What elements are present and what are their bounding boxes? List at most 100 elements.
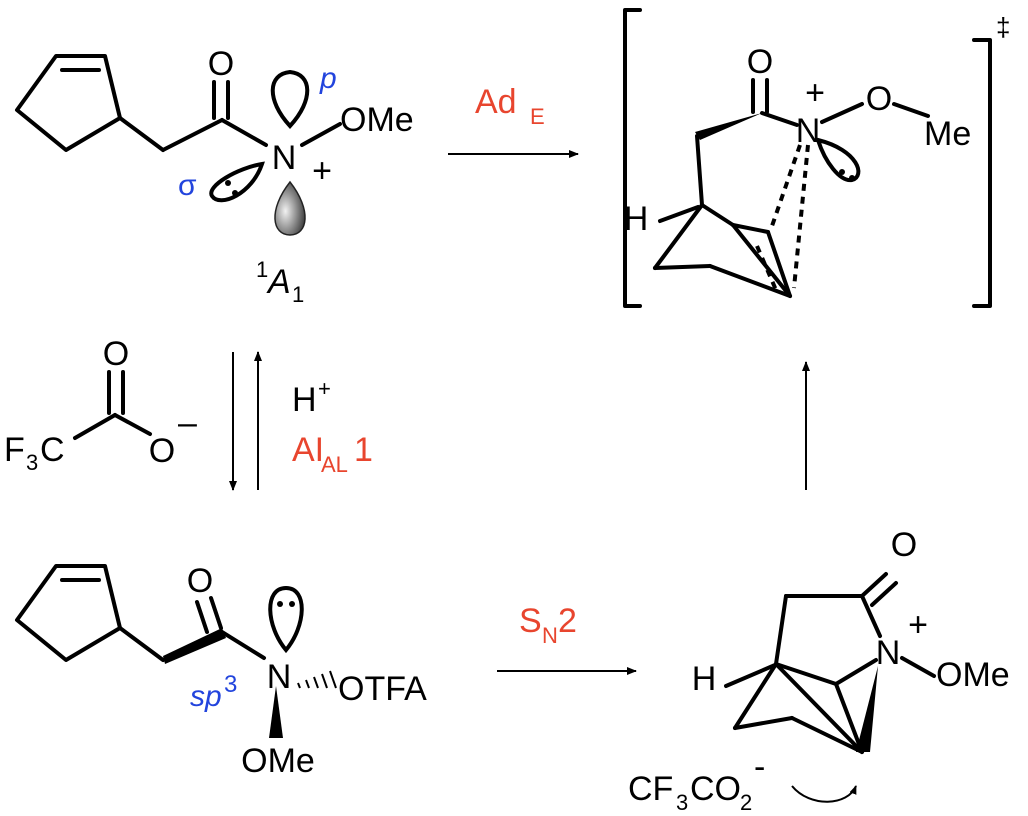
bond-carbonyl-n [220,118,268,147]
hybridization-label: sp [190,680,222,713]
aziridine-bond [834,682,864,754]
ts-forming-bond-a [770,144,802,227]
lone-pair-dot [289,601,295,607]
sn2-arrow: S N 2 [497,602,637,675]
lone-pair-dot [232,190,238,196]
counterion-cf: CF [628,770,673,808]
counterion-co: CO [690,770,741,808]
counterion-sub-3: 3 [676,790,688,815]
ts-methyl: Me [924,115,971,153]
bond-ch2-carbonyl [161,118,224,152]
positive-charge: + [908,606,928,644]
equilibrium-arrows: H + AI AL 1 [229,351,373,491]
ts-alkene-b [766,230,792,298]
right-bracket [972,38,992,308]
methoxy-label: OMe [936,656,1010,694]
trifluoroacetate: O O – F 3 C [4,335,197,475]
lone-pair-dot [277,601,283,607]
tfa-bond-c-c [73,413,117,440]
cyclopentene-ring [15,564,122,662]
electronic-state-label: 1 A 1 [256,257,304,307]
cyclopentene-ring [15,54,122,152]
ring-bond-b [733,716,794,730]
wedge-n-ome [269,686,283,738]
ts-positive-charge: + [805,74,825,112]
ade-subscript: E [530,104,545,129]
ts-alkene-a [731,223,770,234]
carbonyl-oxygen-label: O [208,45,234,83]
ade-arrow: Ad E [448,83,579,158]
nitrogen-label: N [267,658,292,696]
ade-label: Ad [475,83,517,121]
wedge-ch2-carbonyl [163,628,226,664]
ts-carbonyl-oxygen: O [747,43,773,81]
lone-pair-lobe [268,585,304,654]
bond-n-ome [300,122,342,147]
transition-state: ‡ O N + O Me H [623,8,1010,308]
nitrenium-ion: O N + OMe p σ 1 A 1 [15,45,414,307]
lone-pair-dot [225,180,231,186]
ts-partial-double [755,245,778,291]
bond-carbonyl-n [220,630,266,660]
p-orbital-label: p [319,62,337,95]
reagent-subscript: AL [321,452,348,477]
tfa-carbon: C [40,431,65,469]
sigma-orbital-label: σ [178,169,197,202]
ts-oxygen: O [866,80,892,118]
sn2-label: S [519,602,542,640]
carbonyl-double-b [870,581,898,607]
ts-bond-n-o [820,102,864,124]
sn2-number: 2 [558,602,577,640]
carbonyl-oxygen-label: O [891,526,917,564]
counterion-sub-2: 2 [740,790,752,815]
state-subscript: 1 [292,282,304,307]
otfa-label: OTFA [338,670,427,708]
p-orbital-lobe [270,69,310,129]
state-multiplicity: 1 [256,257,268,282]
lone-pair-dot [839,169,845,175]
ring-bond-d [774,662,864,754]
bond-c-n [834,658,878,686]
left-bracket [623,8,642,308]
tfa-fluorine: F [4,431,25,469]
ts-bond-ch-c [700,203,735,227]
bond-ring-ch2 [118,626,165,662]
methoxy-label: OMe [241,742,315,780]
aziridinium-ion: O N + OMe H CF 3 CO 2 - [628,526,1010,815]
carbonyl-double-a [860,572,888,598]
tfa-negative-charge: – [178,404,197,442]
tfa-bond-c-o [113,413,152,436]
ts-bond-o-me [892,102,930,118]
bond-co-n [860,594,882,638]
transition-state-mark: ‡ [996,12,1010,42]
state-symbol: A [266,263,291,301]
nitrogen-label: N [876,634,901,672]
ts-bond-ch2-ch [695,134,704,207]
tfa-top-oxygen: O [103,335,129,373]
trifluoroacetate-counterion: CF 3 CO 2 - [628,748,765,815]
counterion-charge: - [754,748,765,786]
bond-ring-ch2 [118,116,165,152]
ts-lone-pair-lobe [815,137,861,183]
bond-ch2-ch [774,594,788,666]
ts-bond-ring-c [708,264,792,298]
reagent-label: AI [292,431,324,469]
positive-charge: + [312,152,332,190]
ts-bond-ring-b [653,264,712,270]
aziridine-wedge [856,666,878,752]
ts-nitrogen: N [796,112,821,150]
ring-bond-c [790,716,864,754]
ts-bond-h [658,205,700,223]
hashed-bond-n-otfa [297,670,337,689]
carbonyl-oxygen-label: O [187,562,213,600]
ring-bond-a [733,662,778,730]
tfa-anionic-oxygen: O [149,432,175,470]
proton-charge: + [318,376,331,401]
ts-wedge-bond [695,113,762,140]
p-orbital-filled-lobe [274,180,306,236]
reagent-number: 1 [354,431,373,469]
ts-hydrogen: H [624,200,649,238]
lone-pair-dot [849,175,855,181]
proton-label: H [292,381,317,419]
